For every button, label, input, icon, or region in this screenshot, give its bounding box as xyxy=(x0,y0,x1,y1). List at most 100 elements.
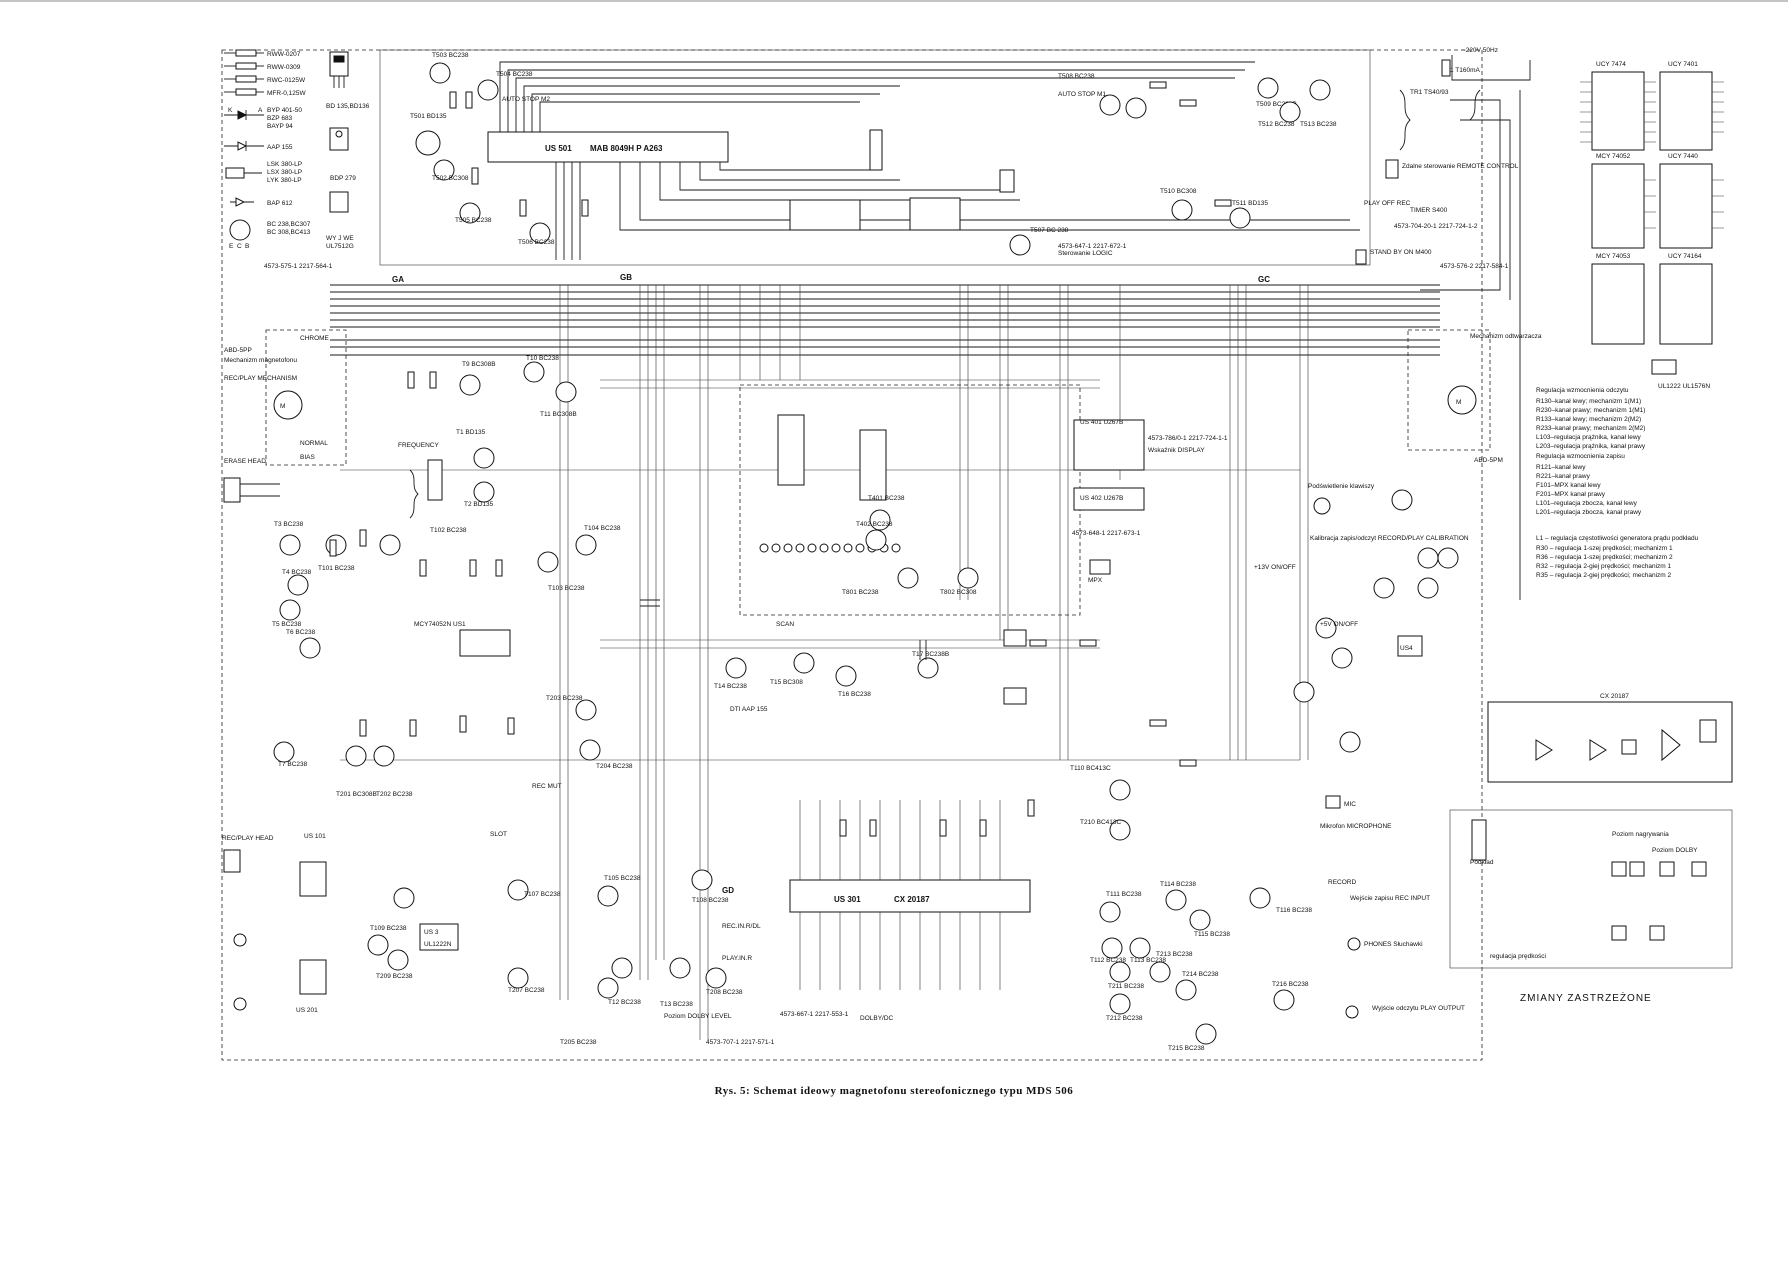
svg-text:T15 BC308: T15 BC308 xyxy=(770,679,803,686)
svg-text:T109 BC238: T109 BC238 xyxy=(370,925,407,932)
svg-text:T212 BC238: T212 BC238 xyxy=(1106,1015,1143,1022)
svg-text:T10 BC238: T10 BC238 xyxy=(526,355,559,362)
svg-text:+5V ON/OFF: +5V ON/OFF xyxy=(1320,621,1358,628)
svg-text:T213 BC238: T213 BC238 xyxy=(1156,951,1193,958)
svg-text:T115 BC238: T115 BC238 xyxy=(1194,931,1230,938)
svg-text:T107 BC238: T107 BC238 xyxy=(524,891,561,898)
svg-text:US 101: US 101 xyxy=(304,833,326,840)
svg-text:T801 BC238: T801 BC238 xyxy=(842,589,879,596)
svg-text:T4 BC238: T4 BC238 xyxy=(282,569,312,576)
svg-text:GD: GD xyxy=(722,886,734,895)
svg-text:AUTO STOP M2: AUTO STOP M2 xyxy=(502,96,550,103)
svg-text:Mechanizm magnetofonu: Mechanizm magnetofonu xyxy=(224,357,297,364)
svg-text:MPX: MPX xyxy=(1088,577,1103,584)
connector-bus: GA GB GC GD 4573-575-1 2217-564-1 4573-5… xyxy=(264,263,1509,895)
svg-text:GC: GC xyxy=(1258,275,1270,284)
svg-text:regulacja prędkości: regulacja prędkości xyxy=(1490,953,1546,960)
svg-text:T209 BC238: T209 BC238 xyxy=(376,973,413,980)
svg-text:4573-576-2 2217-584-1: 4573-576-2 2217-584-1 xyxy=(1440,263,1509,270)
svg-text:T503 BC238: T503 BC238 xyxy=(432,52,469,59)
svg-text:DOLBY/DC: DOLBY/DC xyxy=(860,1015,894,1022)
svg-text:BC 238,BC307: BC 238,BC307 xyxy=(267,221,311,228)
svg-text:BAYP 94: BAYP 94 xyxy=(267,123,293,130)
mechanism-left: ABD-5PP Mechanizm magnetofonu REC/PLAY M… xyxy=(224,329,347,466)
svg-text:UCY 74164: UCY 74164 xyxy=(1668,253,1702,260)
svg-text:4573-575-1 2217-564-1: 4573-575-1 2217-564-1 xyxy=(264,263,333,270)
svg-text:4573-704-20-1 2217-724-1-2: 4573-704-20-1 2217-724-1-2 xyxy=(1394,223,1478,230)
svg-text:T6 BC238: T6 BC238 xyxy=(286,629,316,636)
svg-text:RWC-0125W: RWC-0125W xyxy=(267,77,306,84)
svg-text:C: C xyxy=(237,243,242,250)
mcu-bus-wires xyxy=(499,61,1360,260)
display-section: US 401 U267B US 402 U267B 4573-786/0-1 2… xyxy=(739,384,1228,616)
svg-text:R133–kanał lewy; mechanizm 2(M: R133–kanał lewy; mechanizm 2(M2) xyxy=(1536,416,1641,423)
svg-text:T511 BD135: T511 BD135 xyxy=(1232,200,1268,207)
svg-text:T510 BC308: T510 BC308 xyxy=(1160,188,1197,195)
control-board-outline xyxy=(379,49,1371,266)
svg-text:Zdalne sterowanie REMOTE CONTR: Zdalne sterowanie REMOTE CONTROL xyxy=(1402,163,1519,170)
svg-text:T3 BC238: T3 BC238 xyxy=(274,521,304,528)
speed-control: T14 BC238 T15 BC308 SCAN T16 BC238 T17 B… xyxy=(714,621,949,713)
svg-text:WY J WE: WY J WE xyxy=(326,235,354,242)
svg-text:UCY 7440: UCY 7440 xyxy=(1668,153,1698,160)
svg-text:4573-647-1 2217-672-1: 4573-647-1 2217-672-1 xyxy=(1058,243,1127,250)
dolby-us301: US 301 CX 20187 REC.IN.R/DL PLAY.IN.R 45… xyxy=(722,800,1031,1022)
svg-text:T113 BC238: T113 BC238 xyxy=(1130,957,1166,964)
svg-text:T502 BC308: T502 BC308 xyxy=(432,175,469,182)
svg-text:T101 BC238: T101 BC238 xyxy=(318,565,355,572)
svg-text:CX 20187: CX 20187 xyxy=(894,895,930,904)
svg-text:T104 BC238: T104 BC238 xyxy=(584,525,621,532)
svg-text:NORMAL: NORMAL xyxy=(300,440,328,447)
svg-text:4573-648-1 2217-673-1: 4573-648-1 2217-673-1 xyxy=(1072,530,1141,537)
svg-text:+13V ON/OFF: +13V ON/OFF xyxy=(1254,564,1296,571)
svg-text:REC/PLAY HEAD: REC/PLAY HEAD xyxy=(222,835,274,842)
svg-text:T505 BC238: T505 BC238 xyxy=(455,217,492,224)
svg-text:R221–kanał prawy: R221–kanał prawy xyxy=(1536,473,1591,480)
adjustment-notes: Regulacja wzmocnienia odczytu R130–kanał… xyxy=(1536,387,1699,579)
svg-text:A: A xyxy=(258,107,263,114)
svg-text:R32 – regulacja 2-giej prędkoś: R32 – regulacja 2-giej prędkości; mechan… xyxy=(1536,563,1672,570)
level-control-box: Poziom nagrywania Poziom DOLBY Podkład r… xyxy=(1449,809,1733,969)
svg-text:TIMER S400: TIMER S400 xyxy=(1410,207,1448,214)
svg-text:STAND BY ON M400: STAND BY ON M400 xyxy=(1370,249,1432,256)
svg-text:T401 BC238: T401 BC238 xyxy=(868,495,905,502)
svg-text:AUTO STOP M1: AUTO STOP M1 xyxy=(1058,91,1106,98)
svg-text:US 201: US 201 xyxy=(296,1007,318,1014)
svg-text:R230–kanał prawy; mechanizm 1(: R230–kanał prawy; mechanizm 1(M1) xyxy=(1536,407,1645,414)
svg-text:RWW-0309: RWW-0309 xyxy=(267,64,301,71)
svg-text:T202 BC238: T202 BC238 xyxy=(376,791,413,798)
svg-text:Kalibracja zapis/odczyt RECORD: Kalibracja zapis/odczyt RECORD/PLAY CALI… xyxy=(1310,535,1469,542)
svg-text:T504 BC238: T504 BC238 xyxy=(496,71,533,78)
svg-text:B: B xyxy=(245,243,249,250)
svg-text:T204 BC238: T204 BC238 xyxy=(596,763,633,770)
led-row xyxy=(759,543,901,553)
svg-text:T201 BC308B: T201 BC308B xyxy=(336,791,377,798)
svg-text:UCY 7474: UCY 7474 xyxy=(1596,61,1626,68)
svg-text:RWW-0207: RWW-0207 xyxy=(267,51,301,58)
svg-text:UL1222N: UL1222N xyxy=(424,941,452,948)
svg-text:T2 BD135: T2 BD135 xyxy=(464,501,494,508)
svg-text:Mikrofon MICROPHONE: Mikrofon MICROPHONE xyxy=(1320,823,1392,830)
svg-text:PHONES Słuchawki: PHONES Słuchawki xyxy=(1364,941,1423,948)
svg-text:T512 BC238: T512 BC238 xyxy=(1258,121,1295,128)
svg-text:MCY 74052: MCY 74052 xyxy=(1596,153,1631,160)
svg-text:T5 BC238: T5 BC238 xyxy=(272,621,302,628)
svg-text:R30 – regulacja 1-szej prędkoś: R30 – regulacja 1-szej prędkości; mechan… xyxy=(1536,545,1673,552)
svg-text:GA: GA xyxy=(392,275,404,284)
svg-text:T513 BC238: T513 BC238 xyxy=(1300,121,1337,128)
svg-text:Poziom DOLBY: Poziom DOLBY xyxy=(1652,847,1698,854)
svg-text:PLAY.IN.R: PLAY.IN.R xyxy=(722,955,752,962)
svg-text:T111 BC238: T111 BC238 xyxy=(1106,891,1142,898)
svg-text:BIAS: BIAS xyxy=(300,454,315,461)
svg-text:T9 BC308B: T9 BC308B xyxy=(462,361,496,368)
svg-text:R35 – regulacja 2-giej prędkoś: R35 – regulacja 2-giej prędkości; mechan… xyxy=(1536,572,1672,579)
changes-reserved-note: ZMIANY ZASTRZEŻONE xyxy=(1520,993,1652,1004)
svg-text:T506 BC238: T506 BC238 xyxy=(518,239,555,246)
svg-text:T102 BC238: T102 BC238 xyxy=(430,527,467,534)
svg-text:UCY 7401: UCY 7401 xyxy=(1668,61,1698,68)
svg-text:F101–MPX kanał lewy: F101–MPX kanał lewy xyxy=(1536,482,1601,489)
svg-text:Podświetlenie klawiszy: Podświetlenie klawiszy xyxy=(1308,483,1375,490)
svg-text:T215 BC238: T215 BC238 xyxy=(1168,1045,1205,1052)
svg-text:BDP 279: BDP 279 xyxy=(330,175,356,182)
